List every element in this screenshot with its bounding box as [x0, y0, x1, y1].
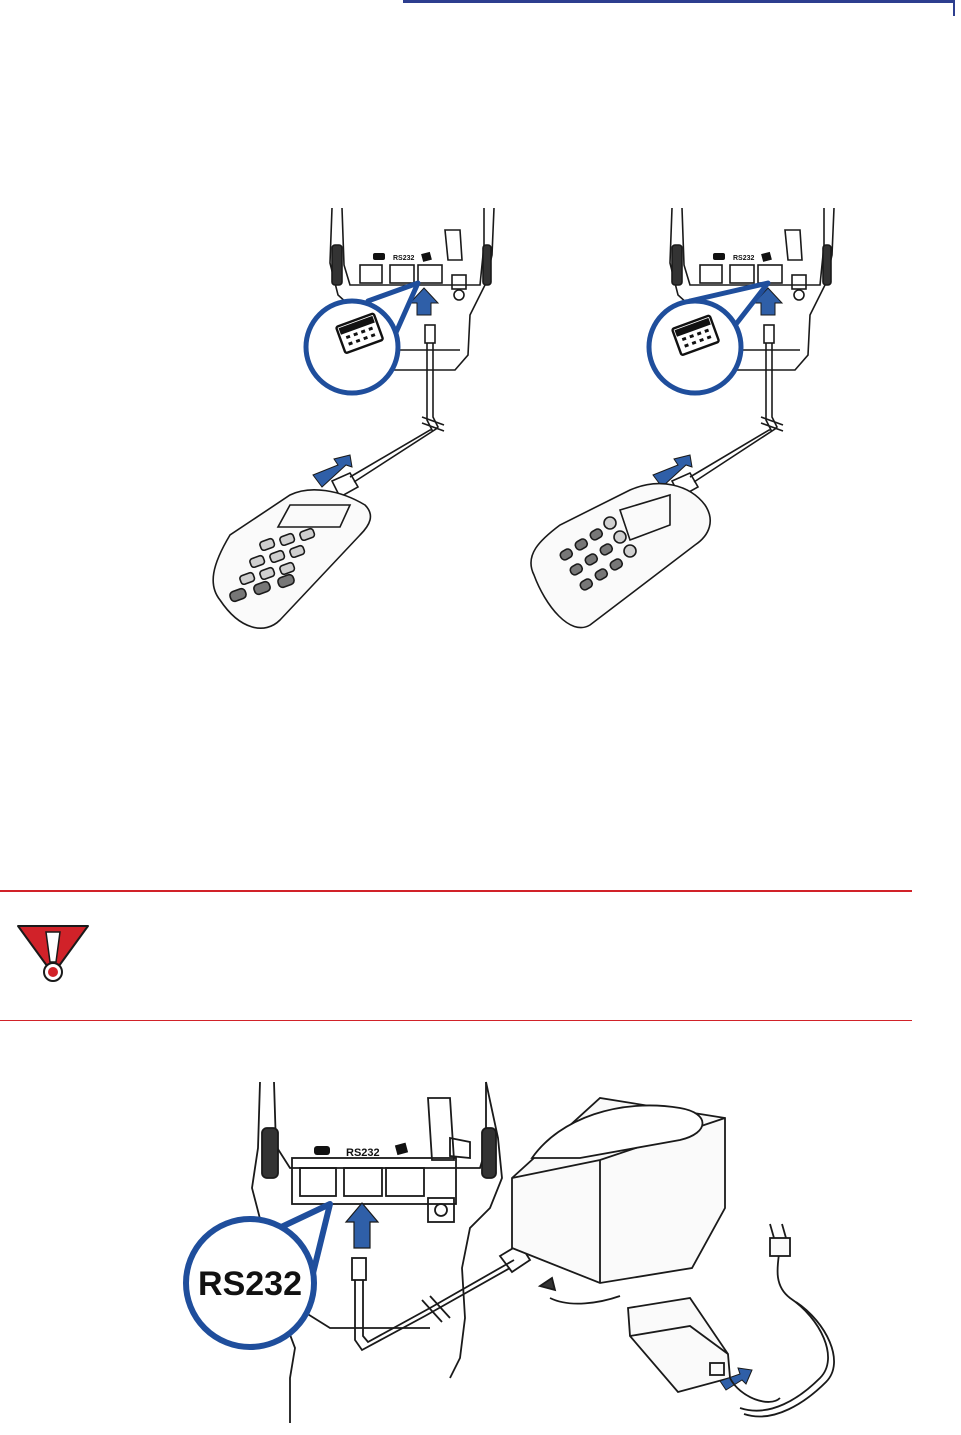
figure-pinpad-connection-right: RS232: [520, 205, 840, 635]
pinpad-device: [213, 490, 370, 628]
rs232-port-label: RS232: [393, 255, 415, 262]
pinpad-device: [531, 484, 710, 628]
caution-exclamation-icon: [16, 922, 90, 986]
pinpad-icon: [761, 252, 772, 262]
rs232-port-label: RS232: [733, 255, 755, 262]
header-rule-tick: [953, 0, 955, 16]
pinpad-icon: [395, 1143, 408, 1156]
telephone-icon: [373, 253, 385, 260]
rs232-callout-label: RS232: [198, 1265, 302, 1303]
caution-top-rule: [0, 890, 912, 892]
header-rule: [403, 0, 955, 3]
pinpad-icon: [421, 252, 432, 262]
figure-pinpad-connection-left: RS232: [200, 205, 500, 635]
rs232-port-label: RS232: [346, 1147, 380, 1159]
caution-bottom-rule: [0, 1020, 912, 1021]
figure-rs232-power-connection: RS232 RS232: [180, 1078, 840, 1435]
telephone-icon: [713, 253, 725, 260]
up-arrow-icon: [346, 1203, 378, 1248]
power-supply: [512, 1098, 730, 1392]
telephone-icon: [314, 1146, 330, 1155]
power-plug-icon: [770, 1224, 790, 1256]
